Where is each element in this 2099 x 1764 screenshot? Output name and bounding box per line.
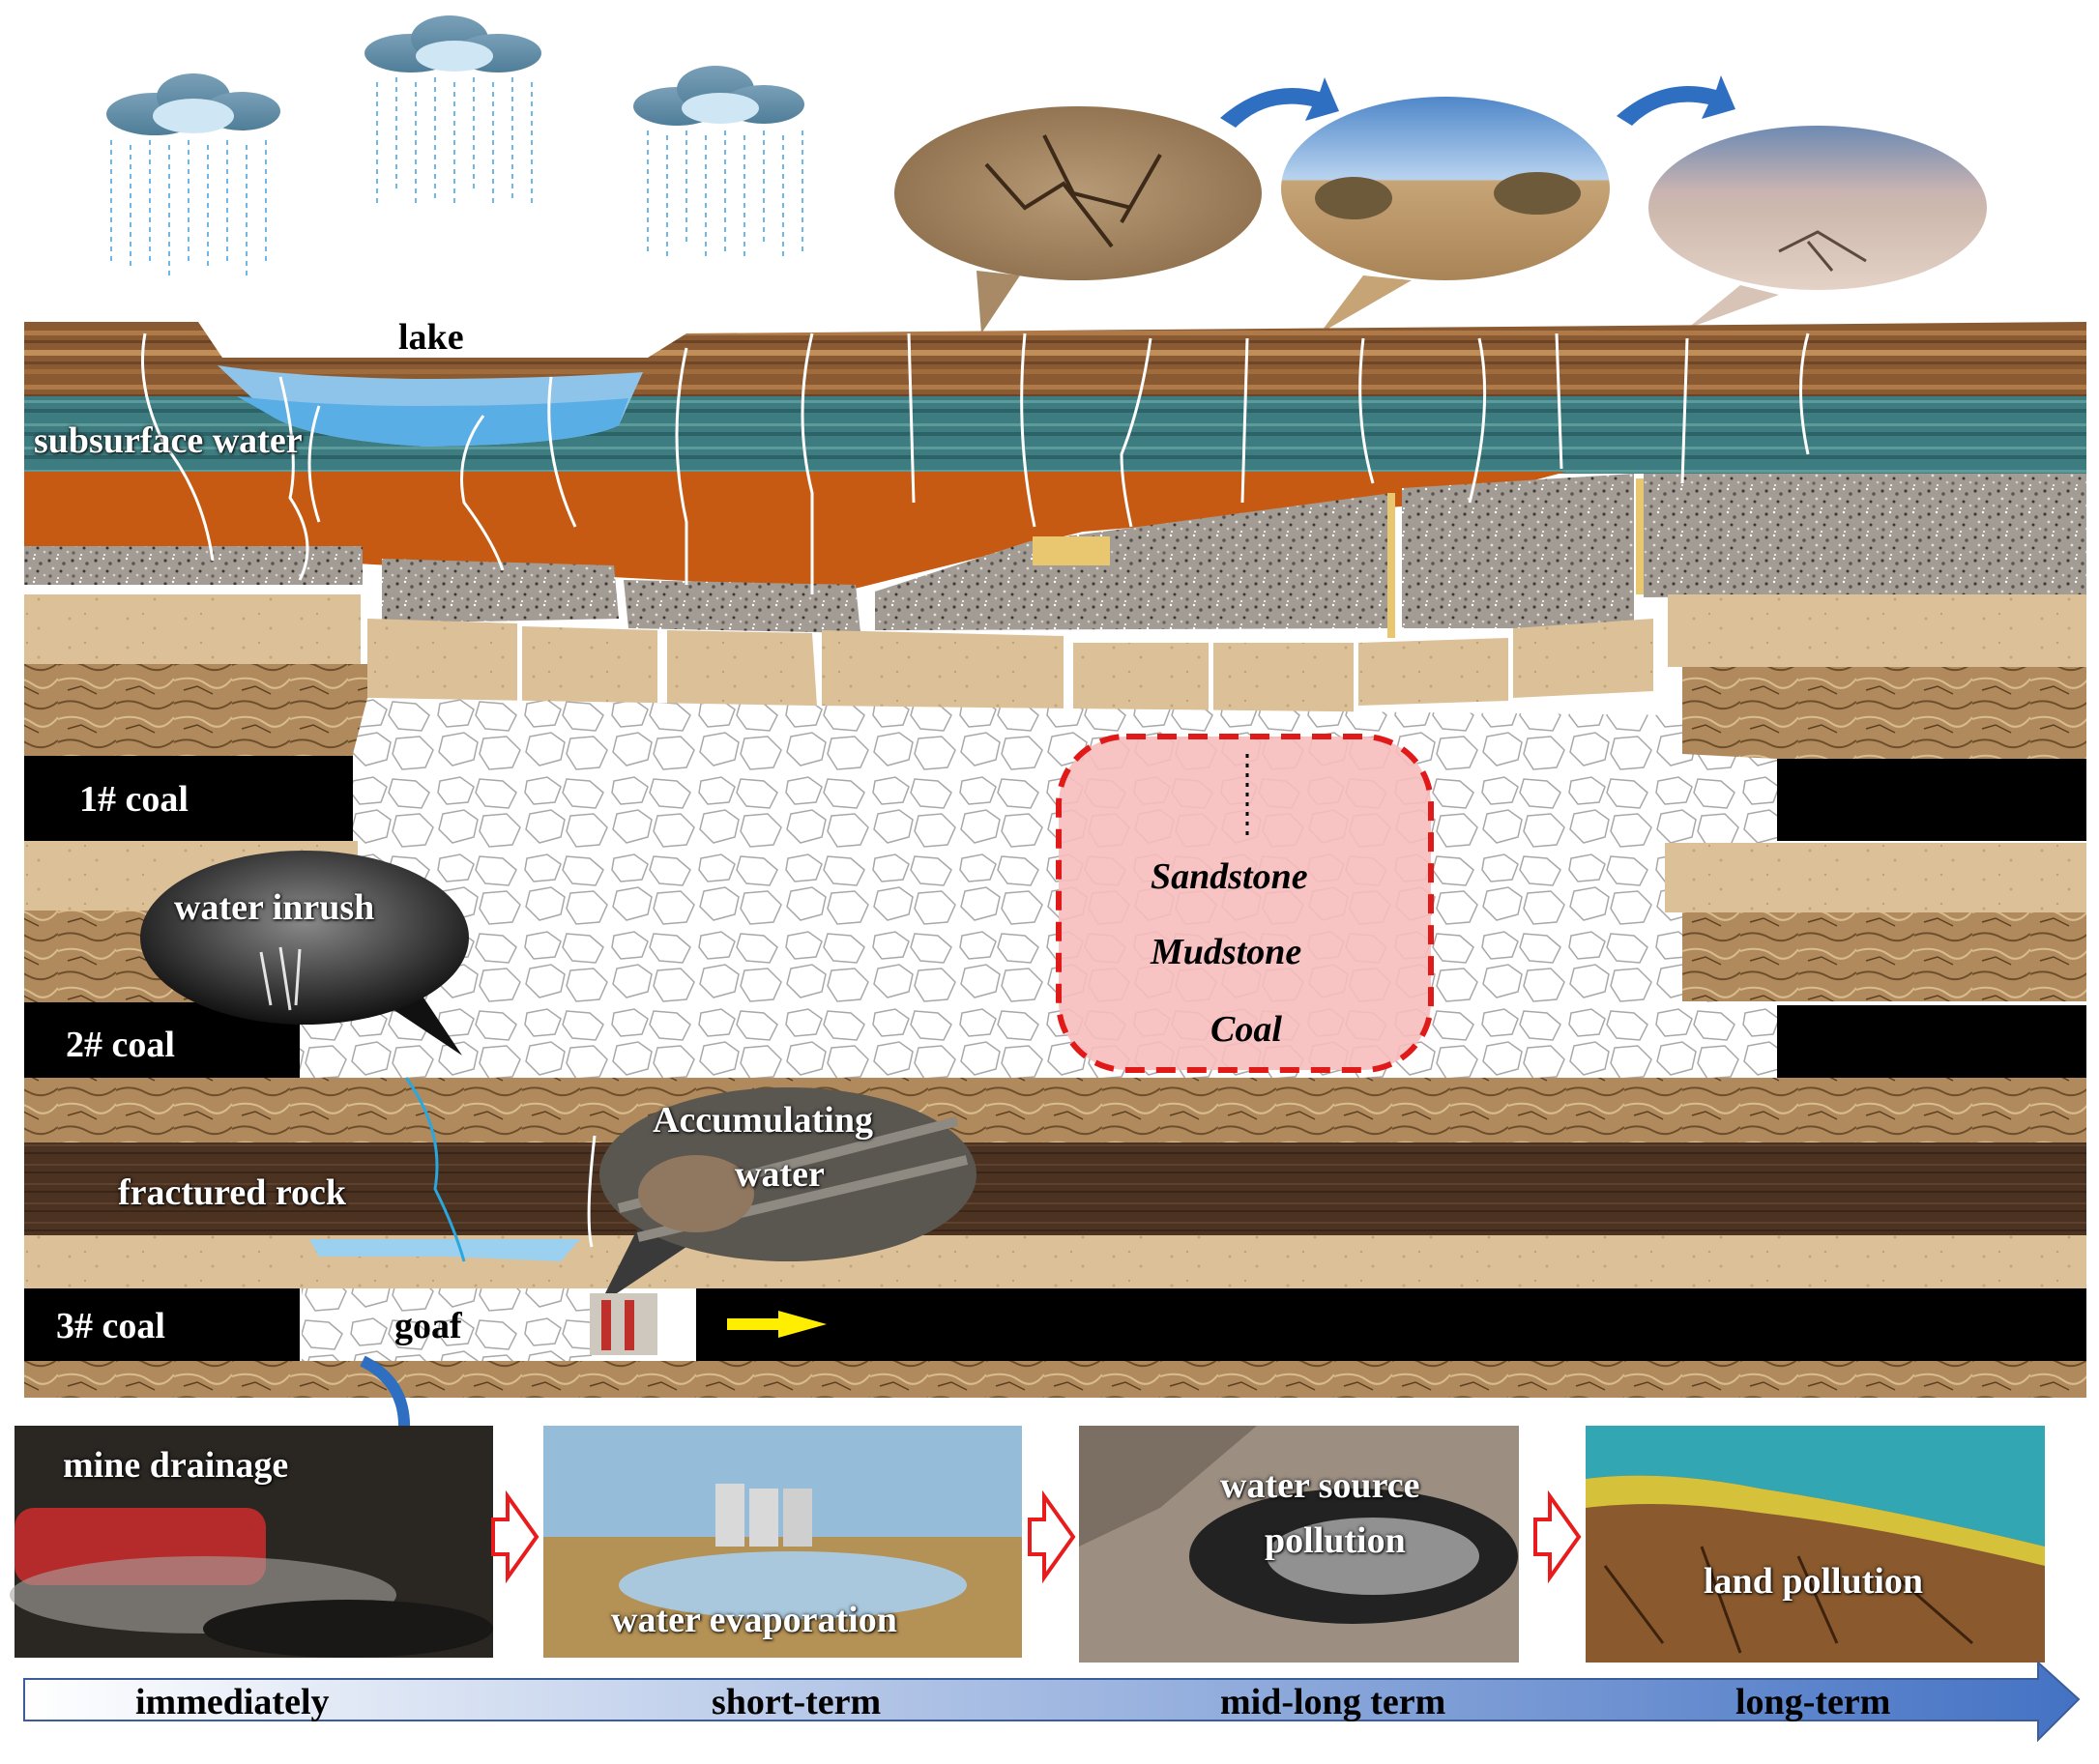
rock-type-legend <box>1056 734 1434 1073</box>
land-pollution-panel <box>1586 1426 2045 1663</box>
timeline-long-term: long-term <box>1735 1682 1891 1722</box>
timeline-arrow-icon <box>23 1660 2081 1743</box>
goaf-label: goaf <box>394 1306 462 1346</box>
rain-cloud-icon <box>364 15 541 208</box>
desert-bubble <box>1648 126 1987 329</box>
legend-sandstone-label: Sandstone <box>1151 856 1308 897</box>
fractured-rock-label: fractured rock <box>118 1172 347 1213</box>
mine-drainage-label: mine drainage <box>63 1445 289 1486</box>
water-inrush-label: water inrush <box>174 887 375 928</box>
curved-arrow-icon <box>1220 75 1735 128</box>
water-inrush-bubble <box>140 851 469 1056</box>
dry-steppe-bubble <box>1281 97 1610 333</box>
rain-cloud-icon <box>633 66 804 256</box>
yellow-arrow-icon <box>727 1311 827 1338</box>
coal-seam-1-label: 1# coal <box>79 779 189 820</box>
mine-drainage-panel <box>10 1426 493 1658</box>
rain-cloud-icon <box>106 73 280 275</box>
hollow-arrow-right-icon <box>491 1489 1582 1584</box>
legend-mudstone-label: Mudstone <box>1151 932 1302 972</box>
water-source-pollution-label-line1: water source <box>1220 1465 1420 1506</box>
timeline-short-term: short-term <box>712 1682 882 1722</box>
water-source-pollution-panel <box>1079 1426 1519 1663</box>
accumulating-water-label-line2: water <box>735 1154 825 1195</box>
water-evaporation-panel <box>543 1426 1022 1658</box>
lake-label: lake <box>398 317 464 358</box>
timeline-mid-long-term: mid-long term <box>1220 1682 1446 1722</box>
shearer-icon <box>590 1293 657 1355</box>
water-evaporation-label: water evaporation <box>611 1600 897 1640</box>
ground-crack-bubble <box>894 106 1262 333</box>
accumulating-water-bubble <box>599 1087 977 1305</box>
accumulating-water-label-line1: Accumulating <box>653 1100 873 1141</box>
coal-seam-2-label: 2# coal <box>66 1025 175 1065</box>
subsurface-water-label: subsurface water <box>34 420 303 461</box>
coal-seam-3-label: 3# coal <box>56 1306 165 1346</box>
timeline-immediately: immediately <box>135 1682 330 1722</box>
land-pollution-label: land pollution <box>1704 1561 1924 1602</box>
legend-coal-label: Coal <box>1210 1009 1282 1050</box>
water-source-pollution-label-line2: pollution <box>1265 1520 1406 1561</box>
